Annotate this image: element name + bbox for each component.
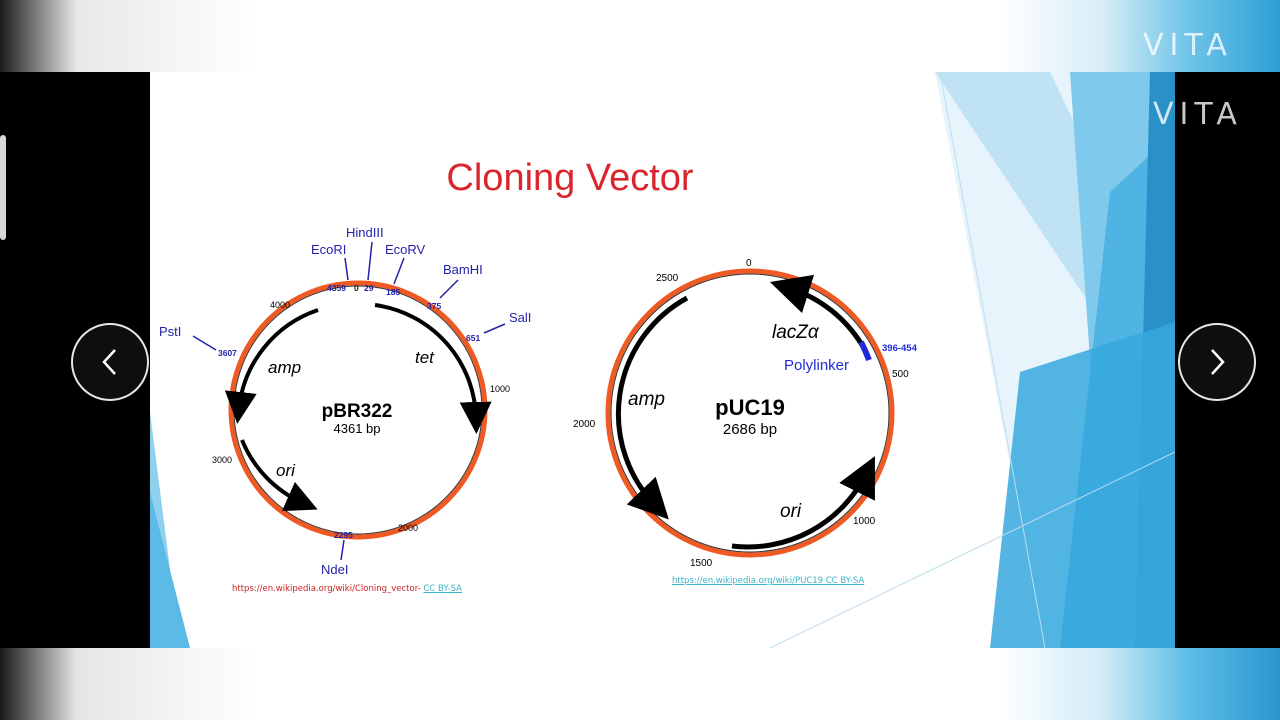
pbr322-credit-url[interactable]: https://en.wikipedia.org/wiki/Cloning_ve…: [232, 584, 421, 594]
pos-psti: 3607: [218, 348, 237, 358]
site-ecori: EcoRI: [311, 242, 346, 257]
video-bottom-band: [0, 648, 1280, 720]
pos-ecori: 4359: [327, 283, 346, 293]
pos-sali: 651: [466, 333, 480, 343]
pbr322-credit: https://en.wikipedia.org/wiki/Cloning_ve…: [232, 584, 462, 594]
puc19-tick-2000: 2000: [573, 419, 596, 430]
pos-hindiii: 29: [364, 283, 374, 293]
puc19-size: 2686 bp: [723, 421, 777, 438]
pos-ecorv: 185: [386, 287, 400, 297]
site-hindiii: HindIII: [346, 225, 384, 240]
site-sali: SalI: [509, 310, 531, 325]
chevron-left-icon: [102, 349, 116, 375]
pbr322-plasmid-map: [192, 241, 506, 561]
puc19-tick-0: 0: [746, 258, 752, 269]
puc19-tick-1000: 1000: [853, 516, 876, 527]
puc19-name: pUC19: [715, 395, 785, 420]
pos-bamhi: 375: [427, 301, 441, 311]
video-top-band: [0, 0, 1280, 72]
pbr322-tick-3000: 3000: [212, 455, 232, 465]
chevron-right-icon: [1211, 349, 1225, 375]
puc19-lacz-label: lacZα: [772, 322, 820, 343]
site-psti: PstI: [159, 324, 181, 339]
puc19-polylinker-mark: [858, 340, 872, 362]
puc19-tick-2500: 2500: [656, 273, 679, 284]
puc19-amp-arc: [615, 295, 689, 520]
site-ecorv: EcoRV: [385, 242, 426, 257]
pbr322-tick-1000: 1000: [490, 384, 510, 394]
pbr322-tick-2000: 2000: [398, 523, 418, 533]
puc19-amp-label: amp: [628, 389, 665, 410]
puc19-polylinker-range: 396-454: [882, 343, 918, 354]
puc19-tick-500: 500: [892, 369, 909, 380]
site-bamhi: BamHI: [443, 262, 483, 277]
pbr322-size: 4361 bp: [334, 421, 381, 436]
puc19-ori-arc: [731, 456, 875, 550]
slide-decoration: [150, 72, 1175, 648]
slide-title: Cloning Vector: [446, 157, 694, 199]
pbr322-amp-arc: [224, 308, 319, 424]
puc19-tick-1500: 1500: [690, 558, 713, 569]
pos-zero: 0: [354, 283, 359, 293]
pos-ndei: 2295: [334, 530, 353, 540]
pbr322-name: pBR322: [322, 401, 393, 422]
site-ndei: NdeI: [321, 562, 348, 577]
pbr322-credit-license[interactable]: CC BY-SA: [423, 584, 462, 594]
puc19-ori-label: ori: [780, 501, 802, 522]
pbr322-tet-label: tet: [415, 348, 435, 367]
pbr322-amp-label: amp: [268, 358, 301, 377]
puc19-credit[interactable]: https://en.wikipedia.org/wiki/PUC19 CC B…: [672, 576, 865, 586]
next-slide-button[interactable]: [1178, 323, 1256, 401]
watermark-text: VITA: [1143, 28, 1233, 63]
scroll-edge-indicator: [0, 135, 6, 240]
puc19-polylinker-label: Polylinker: [784, 357, 849, 374]
puc19-lacz-arc: [769, 274, 865, 347]
pbr322-tet-arc: [374, 303, 492, 434]
watermark-text-2: VITA: [1153, 97, 1243, 132]
pbr322-ori-label: ori: [276, 461, 296, 480]
prev-slide-button[interactable]: [71, 323, 149, 401]
pbr322-ori-arc: [240, 439, 318, 512]
presentation-slide: Cloning Vector: [150, 72, 1175, 648]
pbr322-tick-4000: 4000: [270, 300, 290, 310]
puc19-plasmid-map: [605, 268, 895, 558]
